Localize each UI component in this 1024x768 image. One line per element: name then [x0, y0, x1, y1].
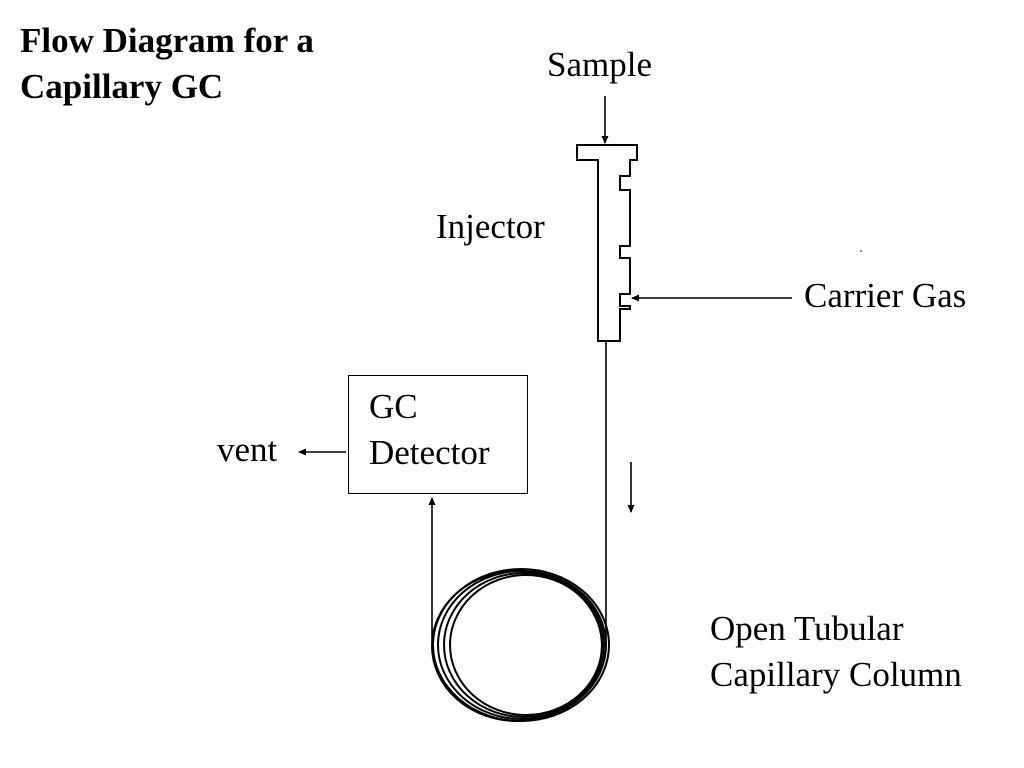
detector-line-2: Detector: [369, 433, 490, 472]
vent-label: vent: [217, 430, 278, 469]
injector-body: [576, 144, 638, 342]
detector-line-1: GC: [369, 387, 418, 426]
column-label-line-1: Open Tubular: [710, 609, 904, 648]
title-line-1: Flow Diagram for a: [20, 21, 314, 60]
injector-label: Injector: [436, 207, 545, 246]
column-label-line-2: Capillary Column: [710, 655, 962, 694]
gc-detector-label: GC Detector: [369, 384, 489, 476]
slide-title: Flow Diagram for a Capillary GC: [20, 18, 314, 110]
carrier-gas-label: Carrier Gas: [804, 276, 967, 315]
coiled-capillary-column: [431, 568, 610, 722]
title-line-2: Capillary GC: [20, 67, 224, 106]
column-label: Open Tubular Capillary Column: [710, 606, 962, 698]
gc-detector-box: GC Detector: [348, 375, 528, 494]
sample-label: Sample: [547, 45, 652, 84]
speck-dot: [860, 250, 862, 252]
